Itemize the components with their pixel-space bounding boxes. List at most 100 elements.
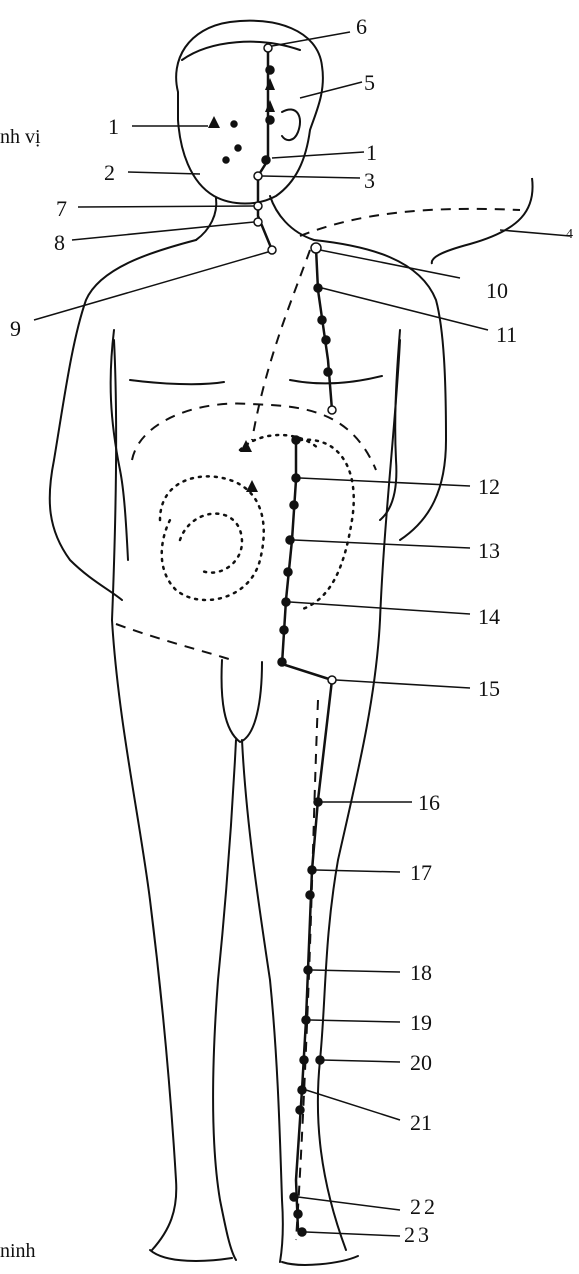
label-20: 20 bbox=[410, 1052, 432, 1074]
label-22: 22 bbox=[410, 1196, 438, 1218]
leader-9 bbox=[34, 252, 268, 320]
label-5: 5 bbox=[364, 72, 375, 94]
arrow-face-2 bbox=[265, 100, 275, 112]
point-abd-2 bbox=[290, 501, 298, 509]
leader-1-right bbox=[272, 152, 364, 158]
leader-2 bbox=[128, 172, 200, 174]
intestine-loop-1 bbox=[160, 476, 264, 600]
label-21: 21 bbox=[410, 1112, 432, 1134]
ear bbox=[282, 109, 300, 140]
point-chest-3 bbox=[324, 368, 332, 376]
label-10: 10 bbox=[486, 280, 508, 302]
label-13: 13 bbox=[478, 540, 500, 562]
meridian-chest bbox=[316, 248, 332, 410]
point-19 bbox=[302, 1016, 310, 1024]
point-cheek bbox=[235, 145, 241, 151]
label-23: 23 bbox=[404, 1224, 432, 1246]
partial-text-bottom: ninh bbox=[0, 1240, 36, 1263]
leader-6 bbox=[272, 32, 350, 46]
arrow-abdomen-2 bbox=[246, 480, 258, 492]
curved-line-top-right bbox=[432, 178, 533, 264]
point-9 bbox=[268, 246, 276, 254]
chest-line-left bbox=[130, 380, 224, 384]
label-9: 9 bbox=[10, 318, 21, 340]
intestine-loop-4 bbox=[240, 435, 320, 450]
point-chest-2 bbox=[322, 336, 330, 344]
point-jaw bbox=[262, 156, 270, 164]
left-leg-outer bbox=[112, 620, 176, 1250]
label-2: 2 bbox=[104, 162, 115, 184]
leader-23 bbox=[306, 1232, 400, 1236]
leader-7 bbox=[78, 206, 254, 207]
point-14 bbox=[282, 598, 290, 606]
arrow-face bbox=[265, 78, 275, 90]
point-abd-5 bbox=[278, 658, 286, 666]
point-abd-3 bbox=[284, 568, 292, 576]
point-leg-1 bbox=[306, 891, 314, 899]
point-10 bbox=[311, 243, 321, 253]
point-21 bbox=[298, 1086, 306, 1094]
genital-outline bbox=[222, 660, 262, 742]
right-leg-inner bbox=[242, 740, 283, 1262]
point-abd-1 bbox=[292, 436, 300, 444]
label-6: 6 bbox=[356, 16, 367, 38]
right-arm-inner bbox=[380, 330, 400, 520]
point-abd-4 bbox=[280, 626, 288, 634]
point-face-a bbox=[264, 44, 272, 52]
point-11 bbox=[314, 284, 322, 292]
label-11: 11 bbox=[496, 324, 517, 346]
leader-12 bbox=[300, 478, 470, 486]
label-3: 3 bbox=[364, 170, 375, 192]
label-12: 12 bbox=[478, 476, 500, 498]
label-16: 16 bbox=[418, 792, 440, 814]
intestine-loop-3 bbox=[300, 440, 354, 610]
label-14: 14 bbox=[478, 606, 500, 628]
point-18 bbox=[304, 966, 312, 974]
label-1-left: 1 bbox=[108, 116, 119, 138]
label-17: 17 bbox=[410, 862, 432, 884]
label-8: 8 bbox=[54, 232, 65, 254]
point-face-b bbox=[266, 66, 274, 74]
right-foot bbox=[282, 1256, 358, 1265]
arrow-abdomen-1 bbox=[240, 440, 252, 452]
point-15 bbox=[328, 676, 336, 684]
label-15: 15 bbox=[478, 678, 500, 700]
leader-8 bbox=[72, 222, 254, 240]
label-1-right: 1 bbox=[366, 142, 377, 164]
label-19: 19 bbox=[410, 1012, 432, 1034]
left-foot bbox=[150, 1250, 232, 1261]
leader-3 bbox=[262, 176, 360, 178]
chest-line-right bbox=[290, 376, 382, 383]
point-7 bbox=[254, 202, 262, 210]
point-23 bbox=[298, 1228, 306, 1236]
point-chest-4 bbox=[328, 406, 336, 414]
label-7: 7 bbox=[56, 198, 67, 220]
left-leg-inner bbox=[213, 740, 236, 1260]
leader-11 bbox=[322, 288, 488, 330]
abdomen-dashed-arc bbox=[132, 403, 376, 470]
right-arm-outline bbox=[314, 240, 446, 540]
partial-text-top: nh vị bbox=[0, 126, 41, 149]
label-18: 18 bbox=[410, 962, 432, 984]
point-8 bbox=[254, 218, 262, 226]
point-16 bbox=[314, 798, 322, 806]
hip-dashed-line bbox=[116, 624, 232, 660]
leader-4 bbox=[500, 230, 570, 236]
neck-left bbox=[196, 198, 216, 240]
vessel-dashed-upper bbox=[252, 250, 310, 440]
point-nose bbox=[231, 121, 237, 127]
leader-21 bbox=[306, 1090, 400, 1120]
meridian-abdomen bbox=[282, 440, 332, 680]
leader-5 bbox=[300, 82, 362, 98]
leader-22 bbox=[298, 1197, 400, 1210]
point-face-c bbox=[266, 116, 274, 124]
point-3 bbox=[254, 172, 262, 180]
leader-15 bbox=[336, 680, 470, 688]
point-13 bbox=[286, 536, 294, 544]
leader-20 bbox=[322, 1060, 400, 1062]
point-22 bbox=[290, 1193, 298, 1201]
point-12 bbox=[292, 474, 300, 482]
label-4: 4 bbox=[566, 228, 573, 242]
point-foot-1 bbox=[294, 1210, 302, 1218]
point-chest-1 bbox=[318, 316, 326, 324]
